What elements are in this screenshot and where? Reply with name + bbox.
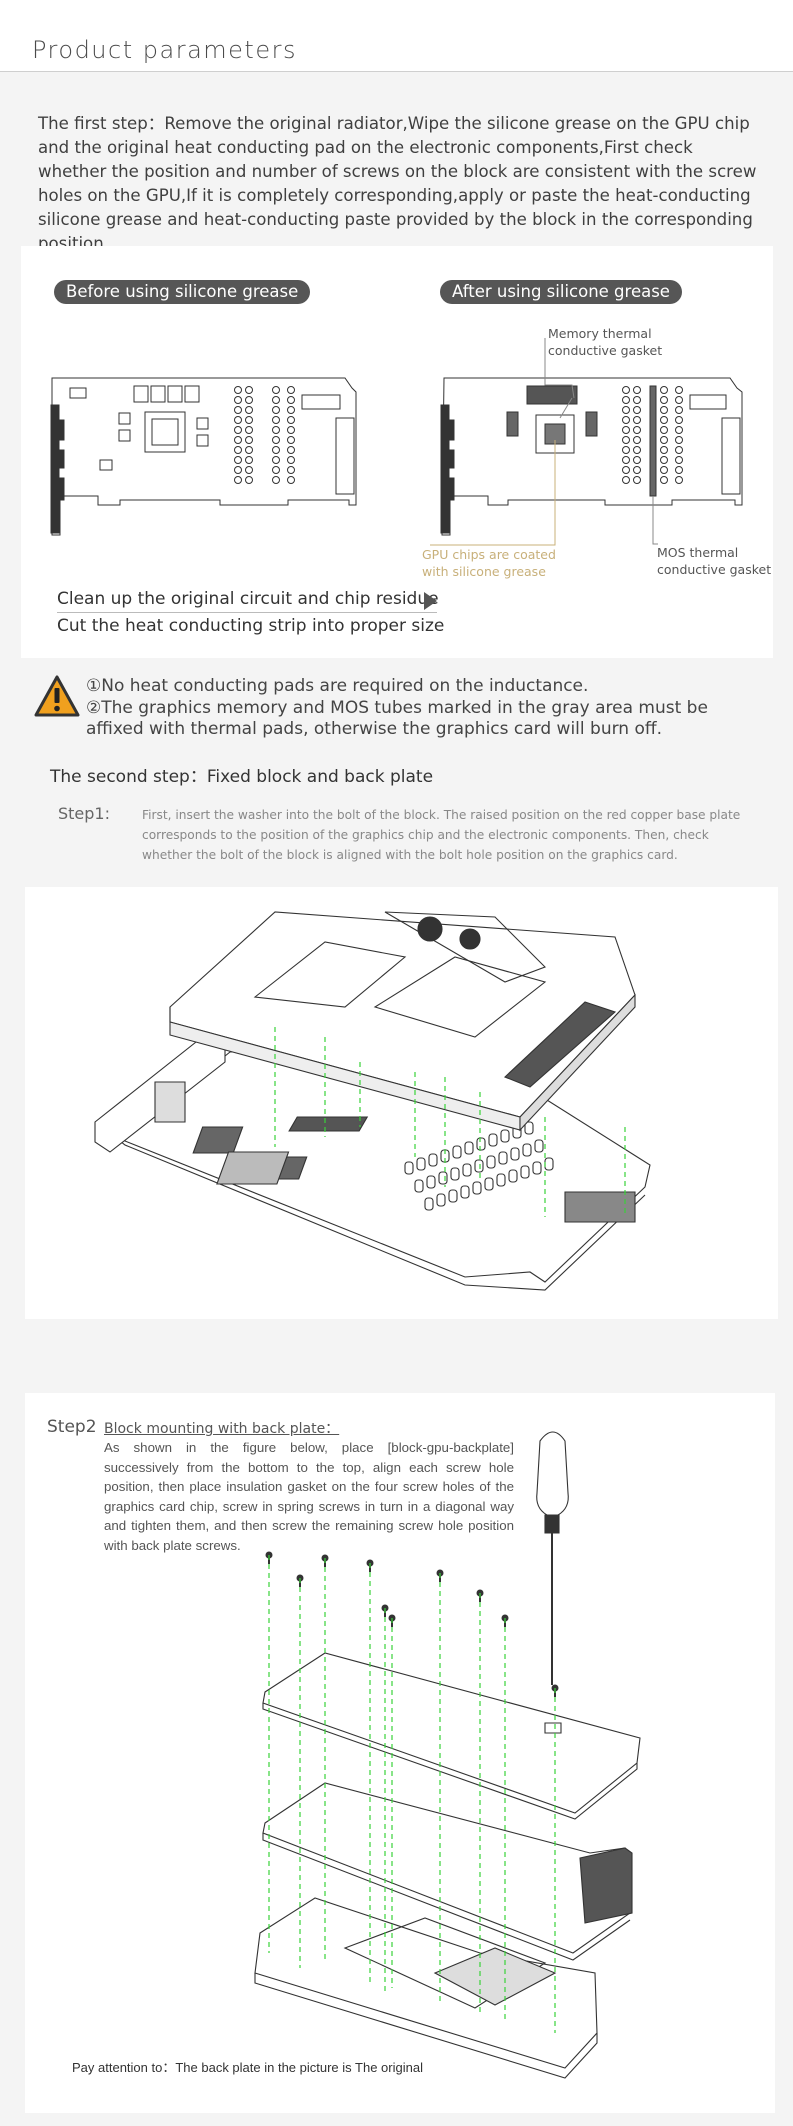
mos-gasket-callout: MOS thermal conductive gasket bbox=[657, 545, 772, 577]
label-divider bbox=[57, 612, 437, 613]
block-install-diagram-card bbox=[25, 887, 778, 1319]
second-step-heading: The second step：Fixed block and back pla… bbox=[50, 767, 434, 787]
sub-step2-description: As shown in the figure below, place [blo… bbox=[104, 1440, 514, 1553]
backplate-exploded-diagram bbox=[25, 1393, 775, 2113]
sub-step2-label: Step2 bbox=[47, 1417, 97, 1437]
sub-step1-label: Step1: bbox=[58, 804, 110, 823]
after-board-drawing bbox=[441, 378, 742, 535]
before-board-drawing bbox=[51, 378, 356, 535]
callout-lines bbox=[430, 338, 658, 545]
backplate-note: Pay attention to：The back plate in the p… bbox=[72, 2060, 423, 2075]
memory-gasket-callout: Memory thermal conductive gasket bbox=[548, 326, 663, 358]
header-bar bbox=[0, 0, 793, 72]
title-divider bbox=[0, 71, 793, 72]
play-arrow-icon bbox=[424, 592, 437, 610]
before-grease-label: Before using silicone grease bbox=[54, 280, 311, 304]
waterblock-exploded-diagram bbox=[25, 887, 778, 1319]
page-title: Product parameters bbox=[32, 36, 297, 64]
after-grease-label: After using silicone grease bbox=[440, 280, 682, 304]
step1-instructions: The first step：Remove the original radia… bbox=[38, 114, 757, 253]
sub-step2-title: Block mounting with back plate： bbox=[104, 1421, 340, 1437]
graphics-card-boards-diagram bbox=[0, 310, 793, 580]
cut-strip-label: Cut the heat conducting strip into prope… bbox=[57, 616, 445, 636]
sub-step1-description: First, insert the washer into the bolt o… bbox=[142, 808, 741, 862]
warning-thermal-pads: ②The graphics memory and MOS tubes marke… bbox=[86, 698, 708, 739]
backplate-install-diagram-card bbox=[25, 1393, 775, 2113]
warning-triangle-icon bbox=[34, 675, 80, 717]
warning-inductance: ①No heat conducting pads are required on… bbox=[86, 676, 589, 696]
clean-circuit-label: Clean up the original circuit and chip r… bbox=[57, 589, 439, 609]
gpu-grease-callout: GPU chips are coated with silicone greas… bbox=[422, 547, 556, 579]
